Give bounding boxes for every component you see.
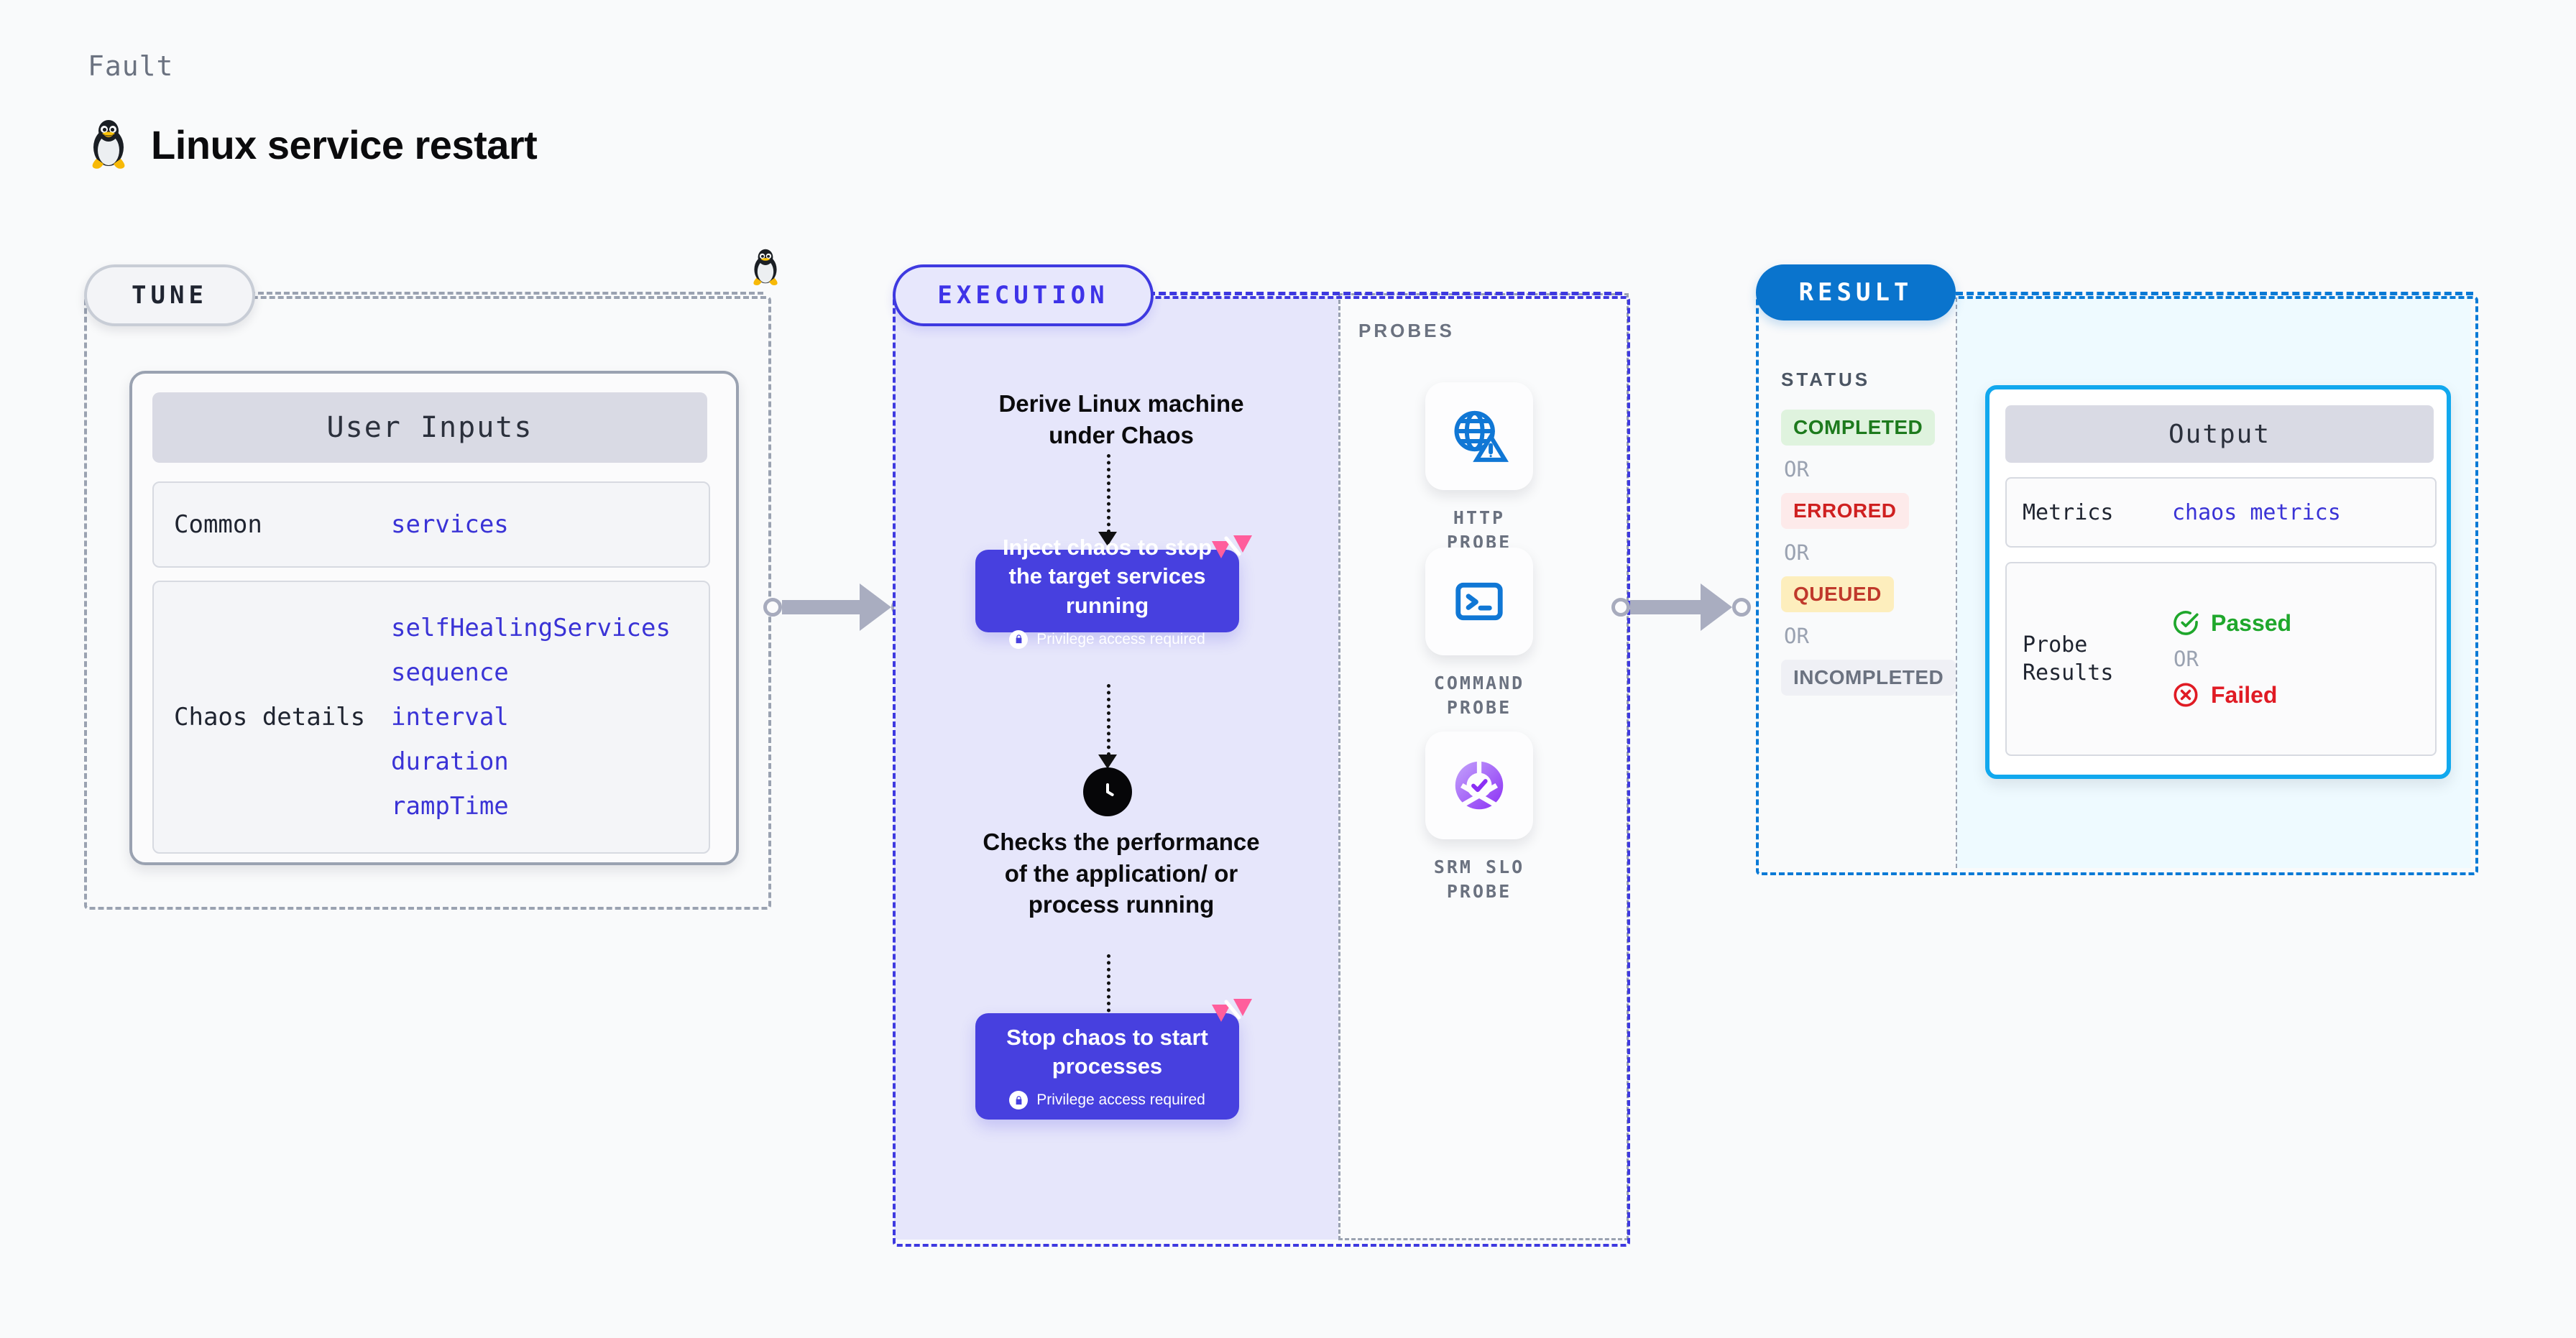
output-card: Output Metrics chaos metrics Probe Resul… [1985, 385, 2451, 779]
terminal-icon [1425, 548, 1533, 655]
lock-icon [1009, 1091, 1029, 1110]
check-circle-icon [2172, 609, 2199, 637]
output-row-key: Metrics [2023, 499, 2114, 525]
execution-stage-box [893, 296, 1630, 1247]
result-stage-pill[interactable]: RESULT [1756, 264, 1956, 320]
probe-caption: COMMAND PROBE [1433, 673, 1525, 718]
probe-command[interactable]: COMMAND PROBE [1425, 548, 1533, 720]
execution-connector-line [1148, 292, 1622, 295]
status-section-label: STATUS [1781, 369, 1871, 390]
probe-verdict-list: Passed OR Failed [2172, 609, 2291, 709]
connector-dot [763, 598, 782, 617]
lock-icon [1009, 629, 1029, 649]
tune-connector-line [249, 292, 763, 295]
user-inputs-row-chaos-details: Chaos details selfHealingServices sequen… [152, 581, 710, 854]
privilege-note: Privilege access required [1009, 629, 1205, 649]
status-or-label: OR [1784, 624, 1809, 648]
probes-label: PROBES [1358, 320, 1455, 341]
user-inputs-row-common: Common services [152, 481, 710, 568]
result-pill-label: RESULT [1798, 278, 1913, 307]
user-inputs-row-key: Common [174, 509, 262, 539]
flow-dotted-line [1107, 954, 1110, 1019]
chaos-step-card-stop[interactable]: Stop chaos to start processes Privilege … [975, 999, 1252, 1120]
output-row-probe-results: Probe Results Passed OR [2005, 562, 2437, 756]
connector-arrowhead [1701, 583, 1732, 631]
flow-arrow-execution-to-result [1611, 583, 1751, 631]
status-badge[interactable]: COMPLETED [1781, 410, 1936, 446]
clock-icon [1083, 767, 1132, 816]
linux-penguin-icon [749, 248, 782, 287]
probe-verdict-passed: Passed [2172, 609, 2291, 637]
result-divider [1956, 297, 1957, 868]
flow-arrowhead [1098, 755, 1117, 769]
execution-step-2-text: Checks the performance of the applicatio… [983, 829, 1260, 918]
input-param[interactable]: interval [391, 703, 509, 732]
flow-dotted-line [1107, 454, 1110, 533]
chaos-card-title: Stop chaos to start processes [1006, 1024, 1208, 1079]
chaos-card-title: Inject chaos to stop the target services… [1002, 535, 1213, 618]
probe-or-label: OR [2174, 647, 2199, 671]
x-circle-icon [2172, 681, 2199, 709]
harness-logo-icon [1209, 997, 1255, 1038]
output-row-metrics: Metrics chaos metrics [2005, 477, 2437, 548]
harness-logo-icon [1209, 534, 1255, 574]
user-inputs-header: User Inputs [152, 392, 707, 463]
result-stage-box [1756, 296, 2478, 875]
status-or-label: OR [1784, 457, 1809, 481]
tune-stage-pill[interactable]: TUNE [84, 264, 255, 326]
output-header-label: Output [2168, 419, 2271, 449]
connector-bar [782, 600, 861, 614]
probe-verdict-label: Failed [2211, 681, 2278, 708]
connector-arrowhead [860, 583, 891, 631]
privilege-note: Privilege access required [1009, 1091, 1205, 1110]
status-or-label: OR [1784, 540, 1809, 565]
privilege-note-label: Privilege access required [1036, 1092, 1205, 1109]
result-connector-line [1956, 292, 2473, 295]
execution-pill-label: EXECUTION [937, 281, 1109, 310]
status-badge-list: COMPLETED OR ERRORED OR QUEUED OR INCOMP… [1781, 410, 1956, 696]
flow-arrow-tune-to-execution [763, 583, 910, 631]
metrics-value[interactable]: chaos metrics [2172, 499, 2341, 525]
flow-dotted-line [1107, 684, 1110, 756]
probe-srm-slo[interactable]: SRM SLO PROBE [1425, 732, 1533, 904]
input-param[interactable]: duration [391, 747, 509, 776]
probe-caption: SRM SLO PROBE [1433, 857, 1525, 902]
user-inputs-row-key: Chaos details [174, 702, 366, 732]
user-inputs-row-values: services [391, 510, 509, 539]
status-badge[interactable]: INCOMPLETED [1781, 660, 1956, 696]
slo-check-icon [1425, 732, 1533, 839]
user-inputs-header-label: User Inputs [326, 411, 533, 444]
input-param[interactable]: selfHealingServices [391, 614, 671, 642]
tune-pill-label: TUNE [132, 281, 208, 310]
status-badge[interactable]: ERRORED [1781, 493, 1909, 529]
probe-http[interactable]: HTTP PROBE [1425, 382, 1533, 555]
flow-arrowhead [1098, 532, 1117, 546]
fault-eyebrow-label: Fault [88, 50, 174, 82]
privilege-note-label: Privilege access required [1036, 630, 1205, 647]
input-param[interactable]: services [391, 510, 509, 539]
chaos-step-card-inject[interactable]: Inject chaos to stop the target services… [975, 535, 1252, 649]
connector-bar [1630, 600, 1702, 614]
connector-dot [1611, 598, 1630, 617]
output-row-key: Probe Results [2023, 632, 2114, 686]
user-inputs-card: User Inputs Common services Chaos detail… [129, 371, 739, 865]
fault-title-row: Linux service restart [86, 119, 538, 170]
connector-dot [1732, 598, 1751, 617]
input-param[interactable]: sequence [391, 658, 509, 687]
probe-verdict-label: Passed [2211, 609, 2292, 636]
output-card-header: Output [2005, 405, 2434, 463]
globe-warning-icon [1425, 382, 1533, 490]
page-title: Linux service restart [151, 121, 538, 167]
status-badge[interactable]: QUEUED [1781, 576, 1894, 612]
probe-caption: HTTP PROBE [1446, 507, 1512, 553]
linux-penguin-icon [86, 119, 131, 170]
user-inputs-row-values: selfHealingServices sequence interval du… [391, 614, 671, 821]
input-param[interactable]: rampTime [391, 792, 509, 821]
execution-stage-pill[interactable]: EXECUTION [893, 264, 1154, 326]
execution-step-1-text: Derive Linux machine under Chaos [998, 390, 1244, 448]
probe-verdict-failed: Failed [2172, 681, 2291, 709]
